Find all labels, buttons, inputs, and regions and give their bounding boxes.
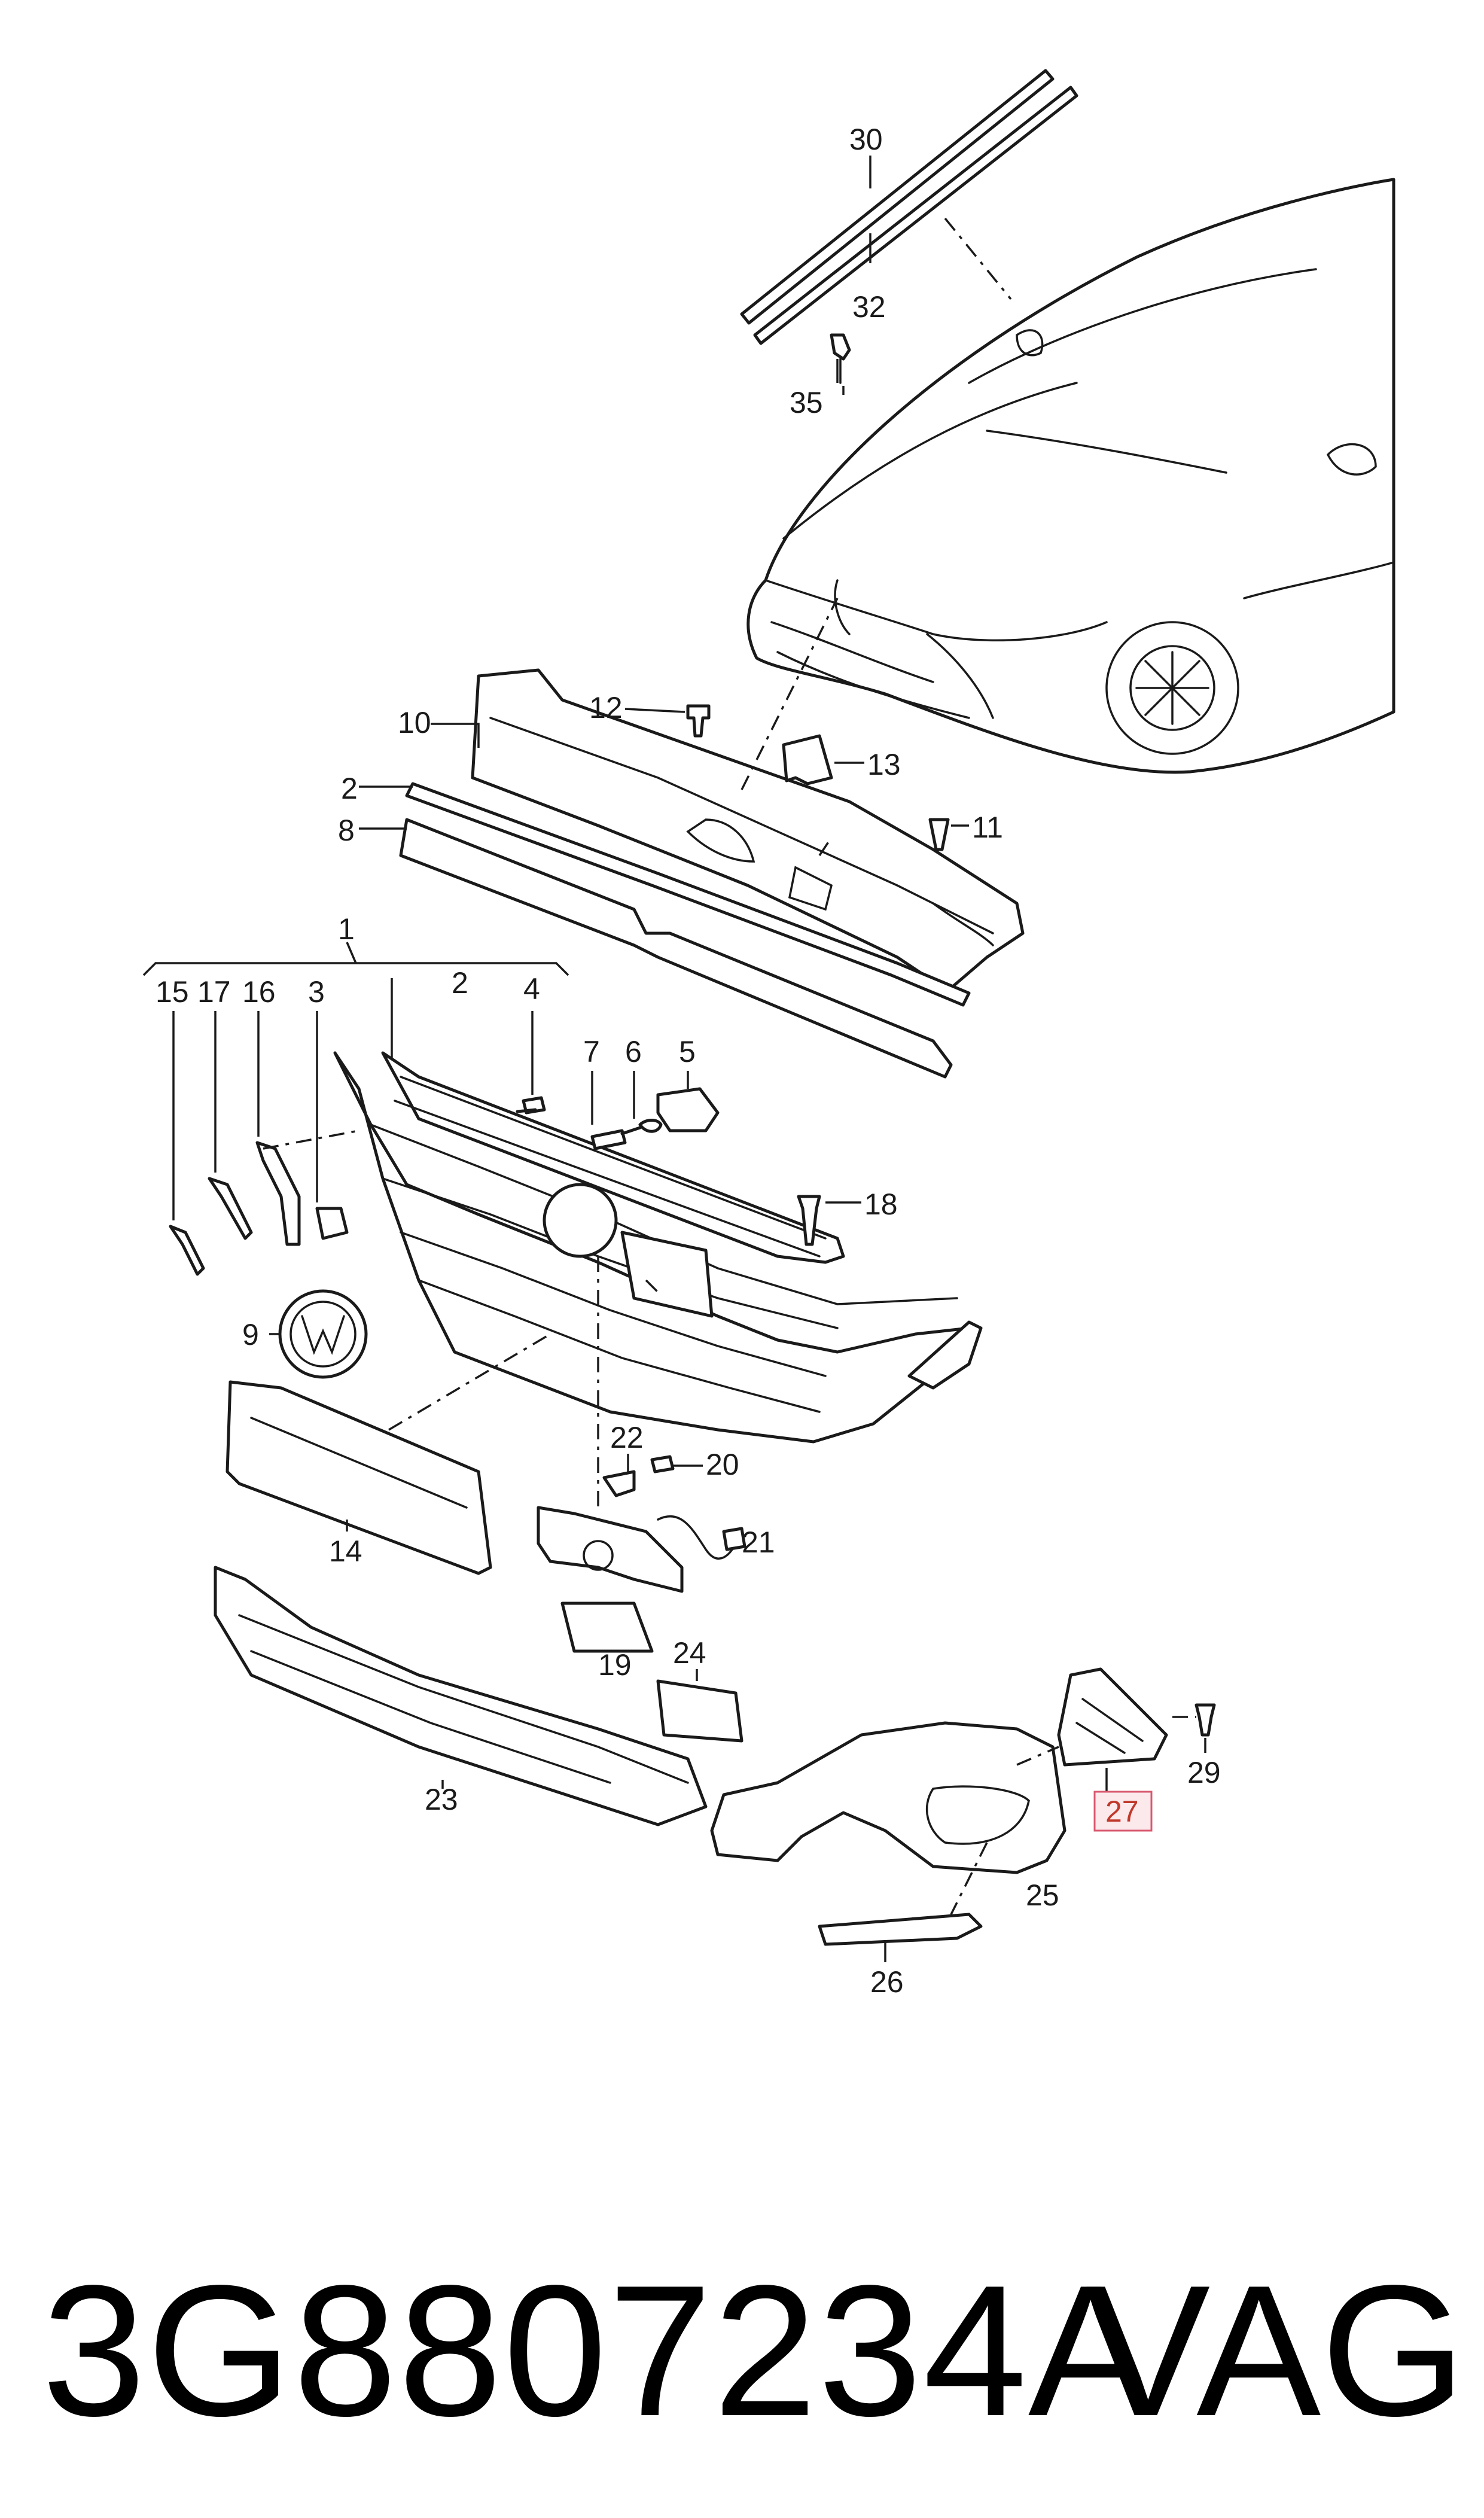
windshield-trim-strips	[740, 69, 1078, 384]
callout-10: 10	[398, 706, 431, 739]
callout-30: 30	[849, 123, 883, 156]
callout-22: 22	[610, 1421, 644, 1454]
callout-29: 29	[1187, 1756, 1221, 1789]
callout-23: 23	[425, 1783, 458, 1816]
lower-grille	[214, 1566, 743, 1826]
part-info-footer: 3G8807234A VAG	[0, 2225, 1484, 2477]
callout-11: 11	[972, 811, 1003, 844]
callout-3: 3	[308, 975, 325, 1009]
callout-7: 7	[583, 1035, 600, 1068]
callout-24: 24	[673, 1636, 706, 1670]
callout-27-highlight	[1093, 1791, 1153, 1832]
brand-name: VAG	[1086, 2247, 1466, 2455]
small-fasteners-top	[686, 704, 950, 851]
main-radiator-grille	[333, 1051, 983, 1444]
callout-20: 20	[706, 1448, 739, 1481]
callout-13: 13	[867, 748, 901, 781]
car-silhouette	[746, 178, 1395, 774]
upper-trim-strips	[399, 782, 971, 1079]
callout-2-top: 2	[341, 772, 358, 805]
callout-labels: 30 32 35 10 12 13 11 2 8 1 15 17 16 3 2 …	[156, 123, 1221, 1999]
callout-21: 21	[742, 1526, 775, 1559]
callout-1: 1	[338, 912, 355, 946]
callout-35: 35	[790, 386, 823, 419]
callout-2-mid: 2	[452, 966, 468, 1000]
part-number: 3G8807234A	[42, 2247, 1154, 2455]
callout-26: 26	[870, 1965, 904, 1999]
callout-25: 25	[1026, 1878, 1059, 1912]
grille-side-trims	[169, 1141, 349, 1276]
lower-side-bezel	[710, 1667, 1216, 1946]
callout-17: 17	[197, 975, 231, 1009]
callout-32: 32	[852, 290, 886, 324]
callout-15: 15	[156, 975, 189, 1009]
callout-16: 16	[242, 975, 276, 1009]
sensor-holder-assembly	[537, 1455, 746, 1653]
callout-4: 4	[523, 972, 540, 1006]
callout-19: 19	[598, 1648, 632, 1682]
callout-14: 14	[329, 1534, 362, 1568]
callout-27: 27	[1105, 1795, 1139, 1828]
callout-8: 8	[338, 814, 355, 847]
callout-18: 18	[864, 1188, 898, 1221]
callout-5: 5	[679, 1035, 696, 1068]
callout-6: 6	[625, 1035, 642, 1068]
callout-9: 9	[242, 1318, 259, 1351]
leader-lines	[142, 156, 1206, 1962]
exploded-parts-diagram: 30 32 35 10 12 13 11 2 8 1 15 17 16 3 2 …	[142, 69, 1395, 1999]
grille-carrier-bracket	[471, 668, 1025, 995]
emblem-and-plate-base	[226, 1289, 492, 1575]
grille-screws-and-brackets	[516, 1087, 821, 1246]
callout-12: 12	[589, 691, 623, 724]
